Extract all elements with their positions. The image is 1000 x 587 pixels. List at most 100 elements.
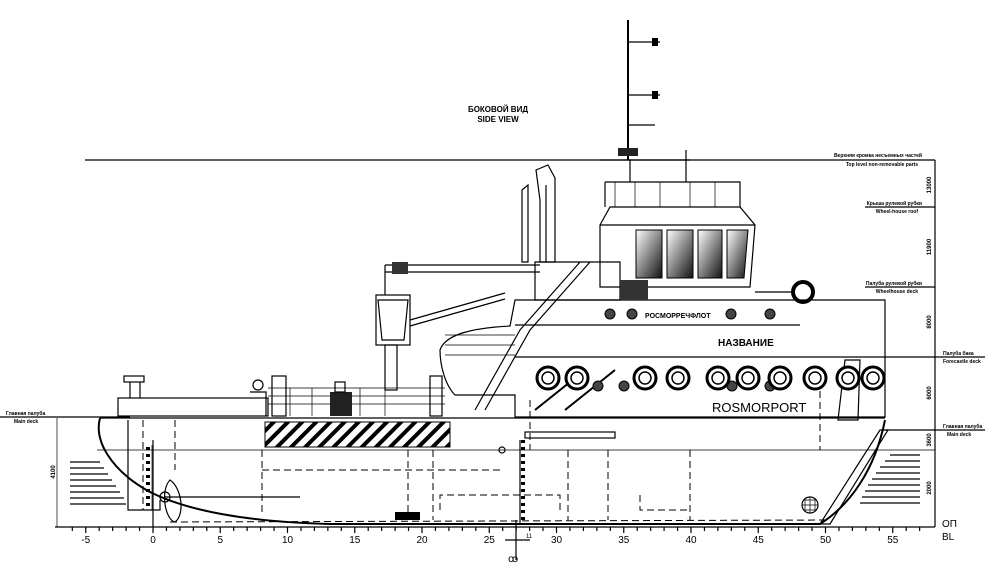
main-deck-right-label-en: Main deck xyxy=(947,432,971,438)
dim-2000: 2000 xyxy=(927,481,933,495)
frame-axis: -5 0 5 10 15 20 25 30 35 40 45 50 55 xyxy=(71,527,921,546)
midship-icon: ꝏ xyxy=(508,554,518,565)
stern-draft-mark xyxy=(146,475,150,478)
axis-tick-label: -5 xyxy=(81,535,90,546)
stern-draft-mark xyxy=(146,496,150,499)
superstructure: РОСМОРРЕЧФЛОТ НАЗВАНИЕ ROSMORPORT xyxy=(439,261,886,421)
title-ru: БОКОВОЙ ВИД xyxy=(468,105,528,114)
hatched-tank xyxy=(264,421,451,448)
hull xyxy=(97,380,890,527)
midship-draft-mark xyxy=(521,468,525,471)
tyre-fender xyxy=(808,371,822,385)
bow-draft-marks xyxy=(818,429,890,525)
midship-draft-mark xyxy=(521,496,525,499)
tyre-fender xyxy=(741,371,755,385)
reference-lines xyxy=(0,159,985,528)
crane-house xyxy=(375,294,411,346)
midship-draft-mark xyxy=(521,440,525,443)
midship-draft-mark xyxy=(521,461,525,464)
towing-hook xyxy=(252,379,264,391)
wheelhouse-deck-label-en: Wheelhouse deck xyxy=(876,289,918,295)
bridge-wing-equipment xyxy=(620,280,648,300)
axis-tick-label: 35 xyxy=(618,535,630,546)
tyre-fender xyxy=(711,371,725,385)
midship-symbol xyxy=(498,446,506,454)
dim-4100: 4100 xyxy=(51,465,57,479)
midship-draft-mark xyxy=(521,475,525,478)
aft-deck xyxy=(117,375,445,417)
rudder-box xyxy=(127,420,161,511)
stern-draft-mark xyxy=(146,482,150,485)
owner-text: РОСМОРРЕЧФЛОТ xyxy=(645,313,711,320)
midship-draft-mark xyxy=(521,517,525,520)
wheelhouse-roof-label-en: Wheel-house roof xyxy=(876,209,919,215)
top-parts-label-ru: Верхняя кромка несъемных частей xyxy=(834,152,922,159)
baseline-label-en: BL xyxy=(942,532,955,543)
tyre-fender xyxy=(570,371,584,385)
crane xyxy=(375,262,540,391)
wheelhouse-deck-label-ru: Палуба рулевой рубки xyxy=(866,280,922,287)
dim-6000: 6000 xyxy=(927,386,933,400)
stern-draft-mark xyxy=(146,447,150,450)
title-en: SIDE VIEW xyxy=(477,115,519,124)
wheelhouse xyxy=(599,181,815,304)
deckhouse xyxy=(439,299,886,418)
stern-draft-mark xyxy=(146,461,150,464)
brand-text: ROSMORPORT xyxy=(712,400,806,415)
exhaust-stacks xyxy=(521,164,556,263)
anchor xyxy=(837,359,861,421)
stair-ladder xyxy=(474,261,591,411)
midship-draft-mark xyxy=(521,503,525,506)
towing-deck xyxy=(117,397,269,417)
axis-tick-label: 15 xyxy=(349,535,361,546)
axis-tick-label: 5 xyxy=(217,535,223,546)
tyre-fender xyxy=(541,371,555,385)
main-deck-left-label-ru: Главная палуба xyxy=(6,410,46,417)
stern-roller xyxy=(123,375,145,383)
axis-tick-label: 45 xyxy=(753,535,765,546)
dim-11900: 11900 xyxy=(927,238,933,255)
midship-draft-mark xyxy=(521,482,525,485)
deck-rails xyxy=(268,387,445,416)
main-deck-left-label-en: Main deck xyxy=(14,419,38,425)
midship-draft-mark xyxy=(521,510,525,513)
dim-13000: 13000 xyxy=(927,176,933,193)
axis-tick-label: 50 xyxy=(820,535,832,546)
dim-8000: 8000 xyxy=(927,315,933,329)
axis-tick-label: 40 xyxy=(685,535,697,546)
tyre-fender xyxy=(638,371,652,385)
stern-draft-mark xyxy=(146,503,150,506)
wheelhouse-roof-label-ru: Крыша рулевой рубки xyxy=(867,200,922,207)
fenders xyxy=(535,365,886,391)
dimension-labels: 13000 11900 8000 6000 3600 2000 4100 xyxy=(51,176,933,495)
tyre-fender xyxy=(773,371,787,385)
axis-tick-label: 10 xyxy=(282,535,294,546)
tyre-fender xyxy=(866,371,880,385)
midship-draft-mark xyxy=(521,454,525,457)
searchlight xyxy=(791,280,815,304)
midship-draft-mark xyxy=(521,447,525,450)
stern-draft-mark xyxy=(146,468,150,471)
winch xyxy=(330,392,352,416)
axis-tick-label: 55 xyxy=(887,535,899,546)
water-hatching xyxy=(70,454,920,505)
tyre-fender xyxy=(671,371,685,385)
axis-tick-label: 20 xyxy=(416,535,428,546)
level-labels: Верхняя кромка несъемных частей Top leve… xyxy=(6,152,983,438)
midship-mark: 11 xyxy=(526,534,533,540)
wheelhouse-windows xyxy=(635,229,749,279)
main-deck-right-label-ru: Главная палуба xyxy=(943,423,983,430)
stern-draft-mark xyxy=(146,489,150,492)
top-parts-label-en: Top level non-removable parts xyxy=(846,162,918,168)
mast xyxy=(600,20,690,182)
axis-tick-label: 30 xyxy=(551,535,563,546)
midship-draft-mark xyxy=(521,489,525,492)
baseline-label-ru: ОП xyxy=(942,519,957,530)
dim-3600: 3600 xyxy=(927,433,933,447)
hull-outline xyxy=(97,417,886,525)
axis-tick-label: 25 xyxy=(484,535,496,546)
axis-tick-label: 0 xyxy=(150,535,156,546)
forecastle-deck-label-en: Forecastle deck xyxy=(943,359,981,365)
